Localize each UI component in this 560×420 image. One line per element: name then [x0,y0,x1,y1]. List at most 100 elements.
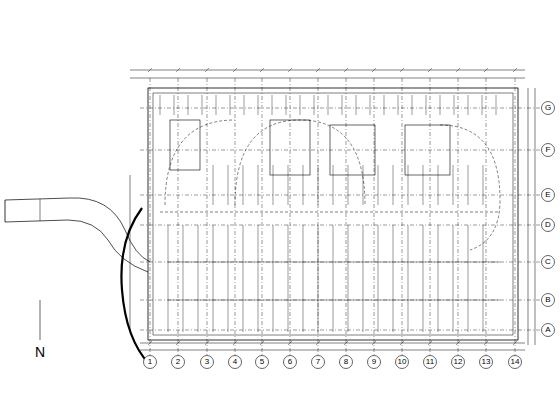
axis-number: 9 [372,358,376,366]
grid-line [453,262,454,300]
axis-bubble [542,294,555,307]
grid-line [288,165,289,205]
axis-number: 13 [482,358,491,366]
grid-line [344,68,348,72]
grid-line [468,300,469,332]
grid-line [168,300,500,301]
grid-line [458,78,459,355]
grid-line [230,95,231,115]
grid-line [428,68,432,72]
grid-line [438,262,439,300]
grid-line [288,68,292,72]
grid-line [402,78,403,355]
axis-bubble [340,356,353,369]
axis-bubble [229,356,242,369]
axis-bubble [452,356,465,369]
axis-bubble [424,356,437,369]
grid-line [515,78,516,355]
grid-line [273,165,274,205]
grid-line [273,225,274,262]
grid-line [344,341,348,345]
axis-bubble [542,189,555,202]
grid-line [260,341,264,345]
axis-number: B [545,296,550,304]
axis-number: 2 [176,358,180,366]
grid-line [318,225,319,262]
grid-line [372,68,376,72]
grid-line [430,78,431,355]
grid-line [408,300,409,332]
grid-line [168,262,500,263]
grid-line [183,225,184,262]
axis-bubble [284,356,297,369]
axis-number: 7 [316,358,320,366]
grid-line [213,262,214,300]
grid-line [348,165,349,205]
grid-line [438,165,439,205]
grid-line [363,262,364,300]
axis-bubble [509,356,522,369]
north-mark: N [35,345,45,359]
grid-line [288,341,292,345]
grid-line [213,225,214,262]
grid-line [148,68,152,72]
grid-line [140,330,540,331]
grid-line [198,225,199,262]
grid-line [258,95,259,115]
grid-line [484,341,488,345]
grid-line [318,262,319,300]
grid-line [454,95,455,115]
grid-line [423,225,424,262]
grid-line [233,68,237,72]
grid-line [348,262,349,300]
outer-wall [148,88,518,340]
grid-line [243,165,244,205]
grid-line [314,95,315,115]
grid-line [333,165,334,205]
grid-line [423,262,424,300]
grid-line [316,68,320,72]
grid-line [160,95,161,115]
grid-line [428,341,432,345]
grid-line [378,300,379,332]
grid-line [378,225,379,262]
grid-line [482,95,483,115]
axis-bubble [256,356,269,369]
grid-line [273,262,274,300]
grid-line [288,262,289,300]
axis-bubble [542,324,555,337]
grid-line [288,300,289,332]
grid-line [438,300,439,332]
axis-number: 1 [148,358,152,366]
grid-line [228,225,229,262]
grid-line [400,68,404,72]
grid-line [423,165,424,205]
grid-line [213,165,214,205]
grid-line [370,95,371,115]
grid-line [363,300,364,332]
grid-line [483,262,484,300]
grid-line [262,78,263,355]
grid-line [408,165,409,205]
grid-line [228,165,229,205]
grid-line [202,95,203,115]
grid-line [333,300,334,332]
axis-bubble [144,356,157,369]
axis-number: E [545,191,550,199]
axis-bubble [542,102,555,115]
grid-line [140,300,540,301]
ramp-curb [121,208,150,365]
grid-line [303,300,304,332]
grid-line [288,225,289,262]
axis-bubble [396,356,409,369]
grid-line [260,68,264,72]
axis-number: C [545,258,551,266]
grid-line [378,262,379,300]
grid-line [438,225,439,262]
grid-line [258,300,259,332]
ramp-edge [5,198,150,262]
grid-line [140,108,540,109]
axis-number: 10 [398,358,407,366]
grid-line [372,341,376,345]
grid-line [188,95,189,115]
